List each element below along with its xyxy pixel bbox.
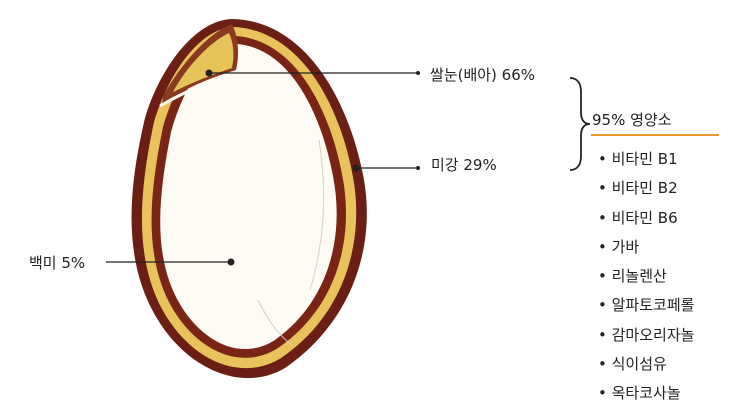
nutrient-item: 알파토코페롤 — [598, 293, 694, 322]
nutrient-item: 리놀렌산 — [598, 264, 694, 293]
nutrient-item: 식이섬유 — [598, 352, 694, 381]
nutrients-title: 95% 영양소 — [592, 109, 672, 130]
nutrients-list: 비타민 B1 비타민 B2 비타민 B6 가바 리놀렌산 알파토코페롤 감마오리… — [598, 147, 694, 411]
nutrients-title-underline — [591, 134, 719, 136]
germ-label: 쌀눈(배아) 66% — [430, 64, 535, 85]
nutrient-item: 가바 — [598, 235, 694, 264]
nutrient-item: 비타민 B1 — [598, 147, 694, 176]
nutrient-item: 비타민 B2 — [598, 176, 694, 205]
nutrient-item: 옥타코사놀 — [598, 381, 694, 410]
nutrient-item: 감마오리자놀 — [598, 323, 694, 352]
bran-label: 미강 29% — [431, 154, 497, 175]
bran-leader — [353, 165, 421, 172]
white-rice-label: 백미 5% — [29, 252, 85, 273]
curly-brace — [570, 78, 590, 170]
nutrient-item: 비타민 B6 — [598, 206, 694, 235]
